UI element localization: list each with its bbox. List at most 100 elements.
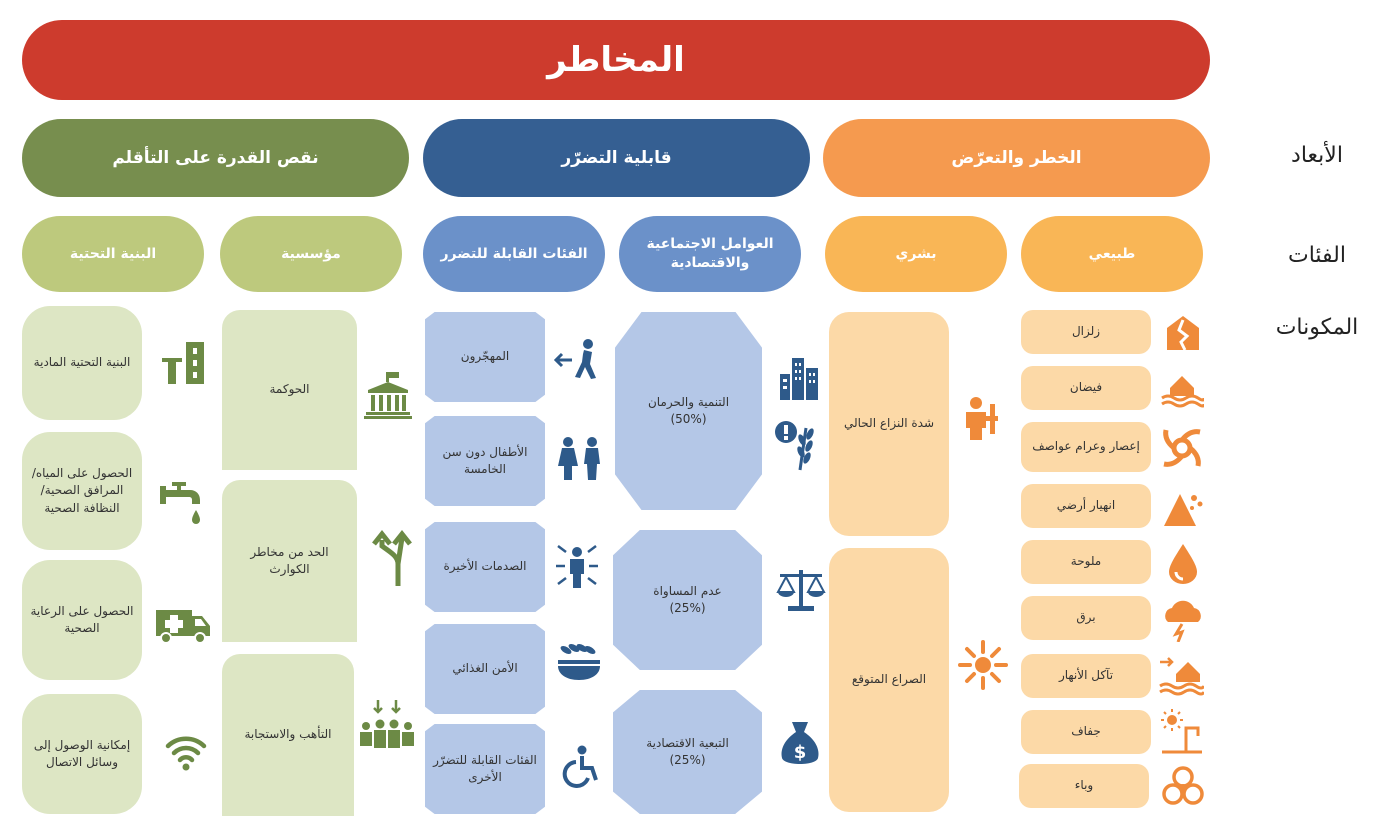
vulnerable-item-displaced: المهجّرون: [425, 312, 545, 402]
shock-person-icon: [554, 542, 600, 590]
natural-item-label: انهيار أرضي: [1056, 498, 1116, 513]
infrastructure-item-label: الحصول على المياه/المرافق الصحية/النظافة…: [31, 465, 133, 515]
socio-item-value: (50%): [670, 412, 707, 426]
vulnerable-item-other: الفئات القابلة للتضرّر الأخرى: [425, 724, 545, 814]
socio-item-content: التنمية والحرمان (50%): [648, 394, 729, 429]
natural-item-label: تآكل الأنهار: [1058, 668, 1114, 683]
infrastructure-item-communication: إمكانية الوصول إلى وسائل الاتصال: [22, 694, 142, 814]
natural-item-cyclone: إعصار وعرام عواصف: [1021, 422, 1151, 472]
money-bag-icon: $: [780, 718, 820, 768]
category-institutional: مؤسسية: [220, 216, 402, 292]
landslide-icon: [1162, 486, 1204, 528]
institutional-item-label: التأهب والاستجابة: [244, 727, 332, 742]
dimension-coping-label: نقص القدرة على التأقلم: [112, 148, 319, 168]
category-natural-label: طبيعي: [1088, 245, 1136, 262]
vulnerable-item-label: الصدمات الأخيرة: [443, 559, 527, 574]
flood-icon: [1160, 366, 1204, 410]
human-item-current-conflict: شدة النزاع الحالي: [829, 312, 949, 536]
dimension-hazard: الخطر والتعرّض: [823, 119, 1210, 197]
biohazard-icon: [1160, 766, 1206, 810]
natural-item-epidemic: وباء: [1019, 764, 1149, 808]
socio-item-aid-dependency: التبعية الاقتصادية (25%): [613, 690, 762, 814]
infrastructure-item-physical: البنية التحتية المادية: [22, 306, 142, 420]
institutional-item-label: الحد من مخاطر الكوارث: [250, 544, 329, 576]
vulnerable-item-label: الأطفال دون سن الخامسة: [442, 444, 528, 476]
natural-item-label: زلزال: [1071, 324, 1101, 339]
natural-item-river-erosion: تآكل الأنهار: [1021, 654, 1151, 698]
row-label-categories: الفئات: [1288, 243, 1346, 268]
natural-item-flood: فيضان: [1021, 366, 1151, 410]
dimension-coping: نقص القدرة على التأقلم: [22, 119, 409, 197]
dimension-vulnerability: قابلية التضرّر: [423, 119, 810, 197]
infrastructure-item-label: البنية التحتية المادية: [33, 355, 131, 370]
human-item-label: شدة النزاع الحالي: [843, 416, 935, 431]
category-socio: العوامل الاجتماعية والاقتصادية: [619, 216, 801, 292]
institutional-item-drr: الحد من مخاطر الكوارث: [222, 480, 357, 642]
vulnerable-item-children: الأطفال دون سن الخامسة: [425, 416, 545, 506]
category-human: بشري: [825, 216, 1007, 292]
dimension-hazard-label: الخطر والتعرّض: [951, 148, 1082, 168]
socio-item-label: التبعية الاقتصادية: [646, 735, 729, 750]
institutional-item-preparedness: التأهب والاستجابة: [222, 654, 354, 816]
wifi-icon: [164, 730, 208, 774]
human-item-label: الصراع المتوقع: [851, 672, 927, 687]
earthquake-icon: [1163, 312, 1203, 352]
institutional-item-governance: الحوكمة: [222, 310, 357, 470]
category-socio-label: العوامل الاجتماعية والاقتصادية: [646, 236, 774, 271]
category-human-label: بشري: [895, 245, 937, 262]
food-bowl-icon: [554, 642, 604, 682]
natural-item-lightning: برق: [1021, 596, 1151, 640]
drought-icon: [1158, 708, 1204, 754]
row-label-dimensions: الأبعاد: [1291, 143, 1343, 168]
infrastructure-item-label: إمكانية الوصول إلى وسائل الاتصال: [33, 737, 131, 769]
svg-text:$: $: [794, 742, 807, 763]
infrastructure-icon: [160, 340, 206, 386]
vulnerable-item-label: الفئات القابلة للتضرّر الأخرى: [433, 752, 537, 784]
page-title: المخاطر: [22, 20, 1210, 100]
natural-item-label: وباء: [1074, 778, 1094, 793]
socio-item-label: عدم المساواة: [653, 583, 722, 598]
category-infrastructure-label: البنية التحتية: [69, 245, 157, 262]
socio-item-inequality: عدم المساواة (25%): [613, 530, 762, 670]
category-infrastructure: البنية التحتية: [22, 216, 204, 292]
food-warning-icon: [772, 418, 824, 472]
water-tap-icon: [158, 478, 208, 528]
category-vulnerable-label: الفئات القابلة للتضرر: [440, 245, 588, 262]
river-erosion-icon: [1158, 652, 1204, 698]
socio-item-content: التبعية الاقتصادية (25%): [646, 735, 729, 770]
socio-item-value: (25%): [669, 753, 706, 767]
dimension-vulnerability-label: قابلية التضرّر: [561, 148, 672, 168]
explosion-icon: [958, 640, 1008, 690]
natural-item-landslide: انهيار أرضي: [1021, 484, 1151, 528]
category-institutional-label: مؤسسية: [281, 245, 341, 262]
vulnerable-item-food-security: الأمن الغذائي: [425, 624, 545, 714]
armed-person-icon: [960, 394, 1006, 442]
vulnerable-item-label: الأمن الغذائي: [452, 661, 518, 676]
scales-icon: [776, 566, 826, 612]
cyclone-icon: [1160, 426, 1204, 470]
lightning-icon: [1160, 598, 1206, 642]
socio-item-label: التنمية والحرمان: [647, 394, 730, 409]
socio-item-value: (25%): [669, 601, 706, 615]
institutional-item-label: الحوكمة: [269, 382, 310, 397]
natural-item-label: جفاف: [1071, 724, 1101, 739]
category-vulnerable: الفئات القابلة للتضرر: [423, 216, 605, 292]
salinity-drop-icon: [1166, 542, 1200, 584]
natural-item-earthquake: زلزال: [1021, 310, 1151, 354]
road-split-icon: [366, 530, 414, 588]
human-item-projected-conflict: الصراع المتوقع: [829, 548, 949, 812]
socio-item-development: التنمية والحرمان (50%): [615, 312, 762, 510]
wheelchair-icon: [558, 744, 602, 788]
vulnerable-item-label: المهجّرون: [460, 349, 510, 364]
natural-item-label: برق: [1076, 610, 1096, 625]
children-icon: [554, 436, 606, 480]
city-buildings-icon: [778, 354, 820, 400]
category-natural: طبيعي: [1021, 216, 1203, 292]
socio-item-content: عدم المساواة (25%): [653, 583, 721, 618]
natural-item-label: إعصار وعرام عواصف: [1032, 439, 1140, 454]
displaced-person-icon: [554, 336, 600, 382]
people-arrows-icon: [358, 698, 416, 754]
infrastructure-item-wash: الحصول على المياه/المرافق الصحية/النظافة…: [22, 432, 142, 550]
natural-item-drought: جفاف: [1021, 710, 1151, 754]
vulnerable-item-recent-shocks: الصدمات الأخيرة: [425, 522, 545, 612]
